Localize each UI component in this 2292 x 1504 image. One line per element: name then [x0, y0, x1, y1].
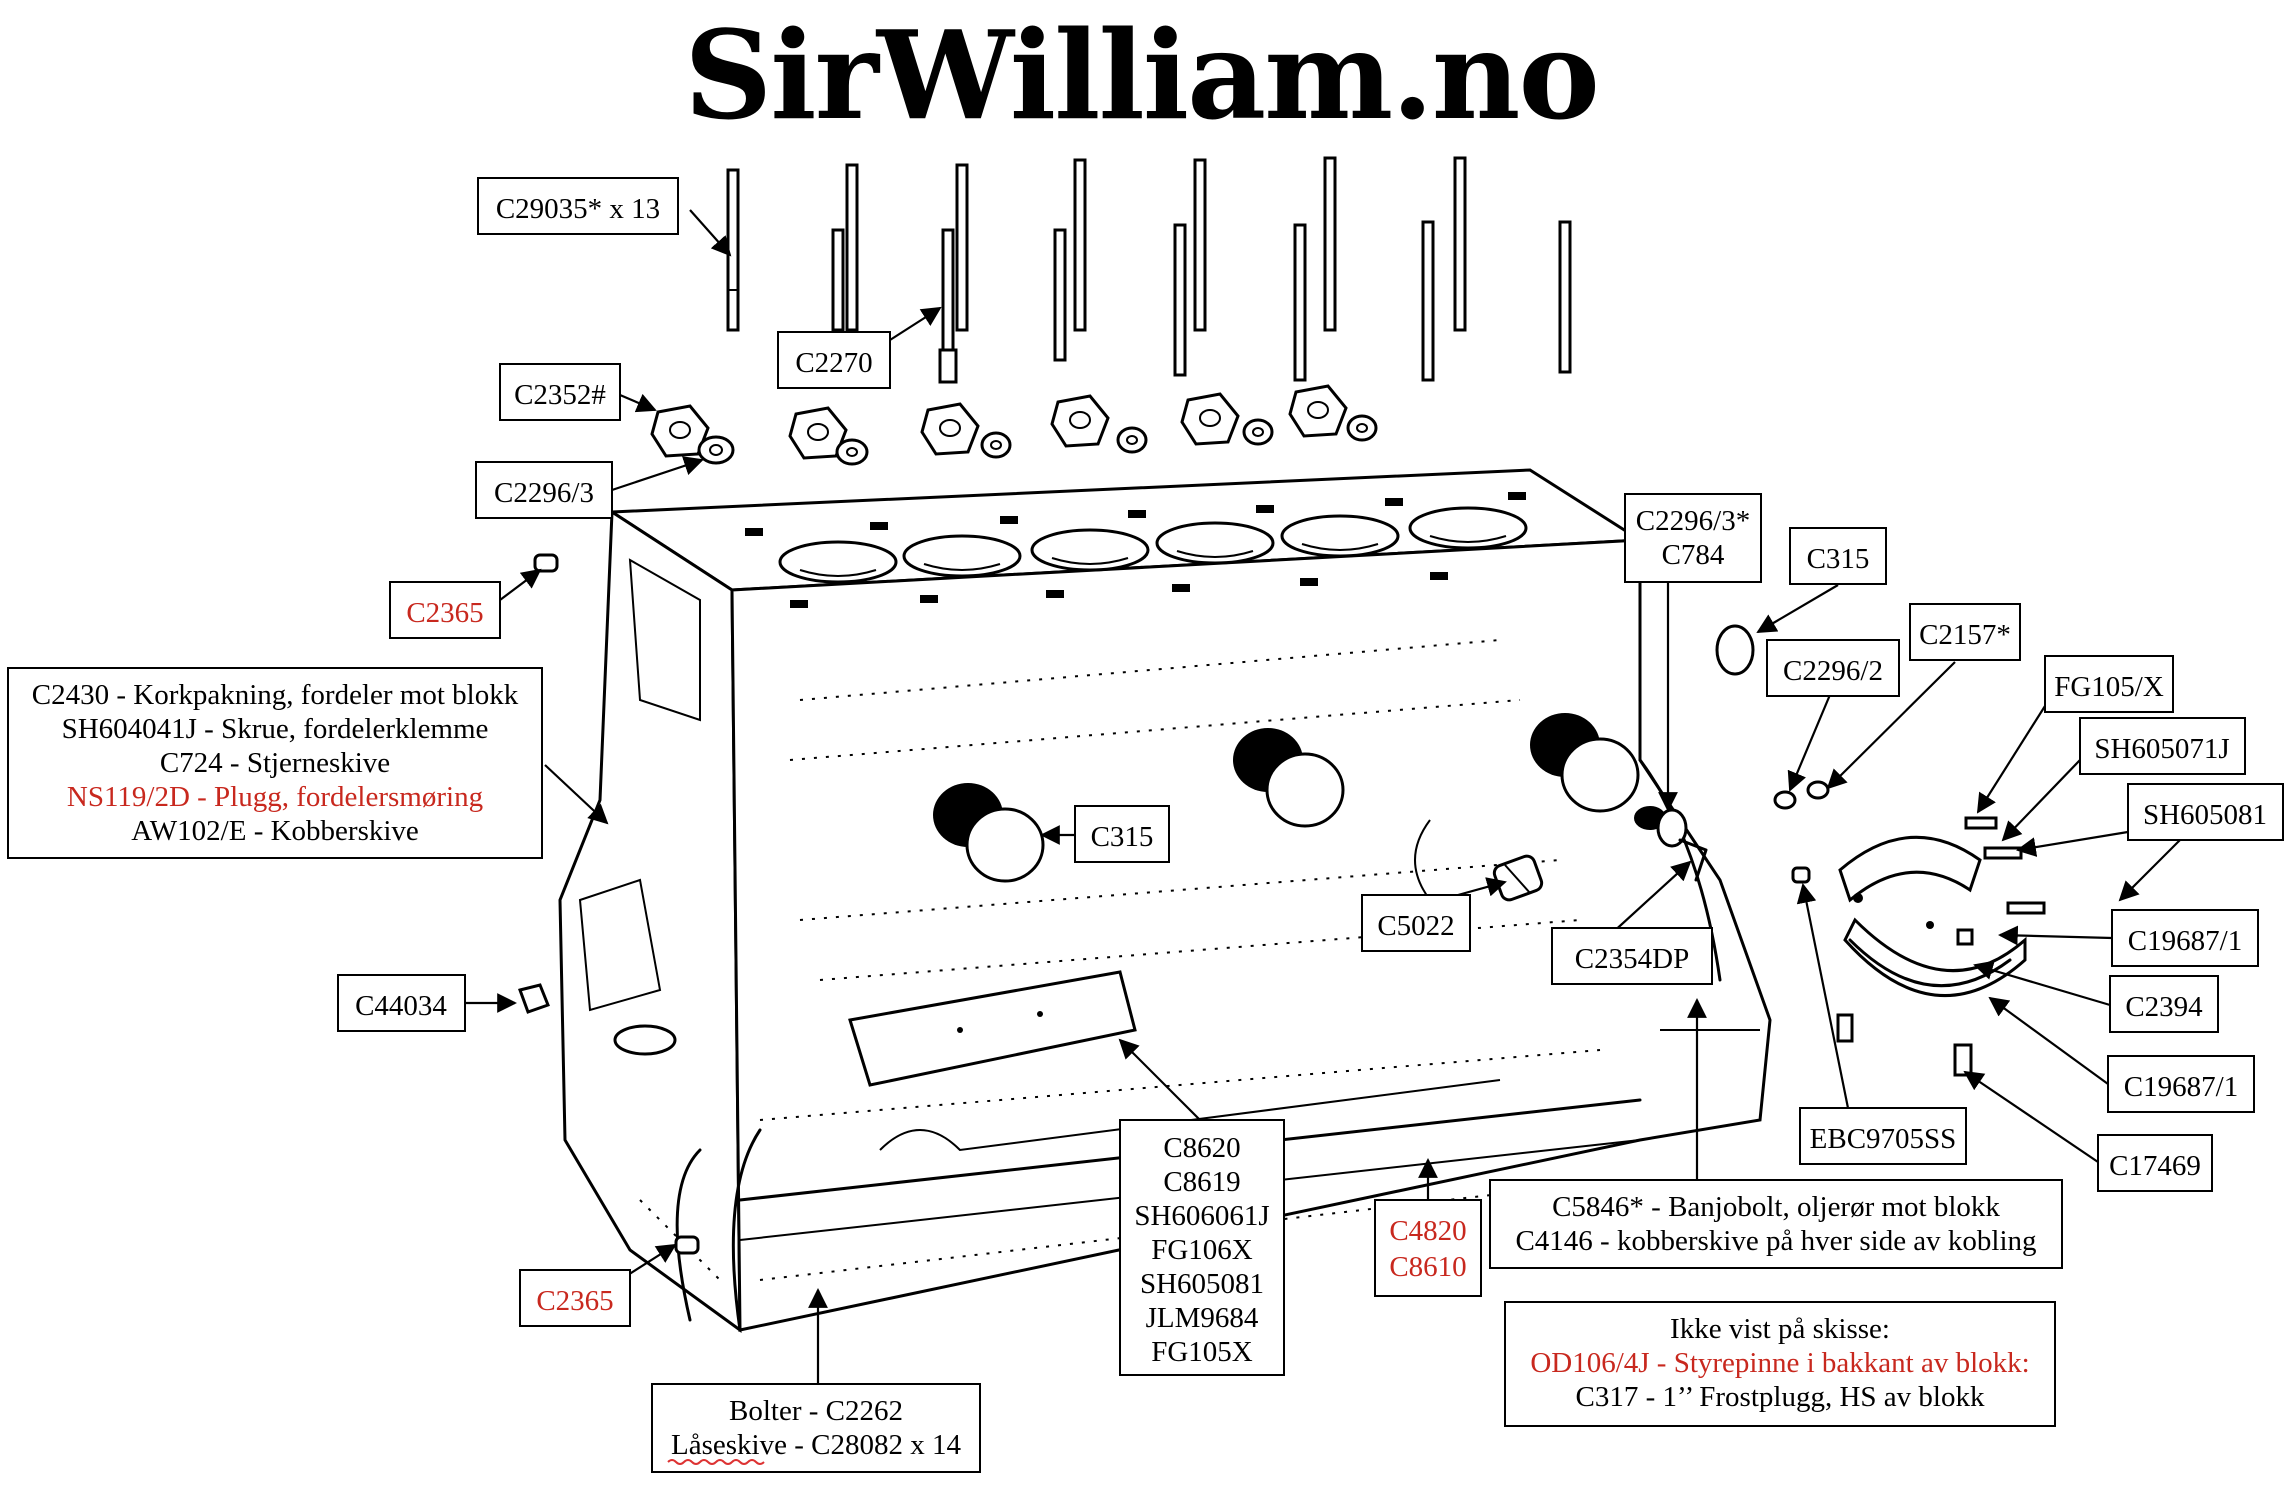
svg-text:C19687/1: C19687/1	[2124, 1071, 2238, 1103]
svg-text:AW102/E - Kobberskive: AW102/E - Kobberskive	[131, 815, 419, 847]
svg-text:JLM9684: JLM9684	[1146, 1302, 1259, 1334]
deck-holes	[745, 492, 1526, 608]
svg-text:SH606061J: SH606061J	[1134, 1200, 1269, 1232]
svg-text:Låseskive - C28082 x 14: Låseskive - C28082 x 14	[671, 1429, 961, 1461]
svg-text:C44034: C44034	[355, 990, 447, 1022]
svg-text:C2394: C2394	[2125, 991, 2203, 1023]
svg-text:C2296/2: C2296/2	[1783, 655, 1883, 687]
label-washer-top: C2296/3	[475, 461, 613, 519]
svg-text:FG105X: FG105X	[1151, 1336, 1253, 1368]
svg-text:C4820: C4820	[1389, 1215, 1466, 1247]
label-nut: C2352#	[499, 363, 621, 421]
label-side-cover: C8620 C8619 SH606061J FG106X SH605081 JL…	[1119, 1119, 1285, 1376]
label-washer-rear: C2296/3* C784	[1624, 493, 1762, 583]
label-not-shown: Ikke vist på skisse: OD106/4J - Styrepin…	[1504, 1301, 2056, 1427]
svg-text:Ikke vist på skisse:: Ikke vist på skisse:	[1670, 1313, 1890, 1345]
label-c2394: C2394	[2109, 975, 2219, 1033]
svg-text:C2365: C2365	[406, 597, 483, 629]
svg-text:NS119/2D - Plugg, fordelersmør: NS119/2D - Plugg, fordelersmøring	[67, 781, 483, 813]
label-sump-studs: C4820 C8610	[1374, 1199, 1482, 1297]
nuts-and-washers	[650, 384, 1378, 466]
label-sh605071j: SH605071J	[2079, 717, 2246, 775]
svg-text:C2430 - Korkpakning, fordeler: C2430 - Korkpakning, fordeler mot blokk	[32, 679, 519, 711]
label-plug-c44034: C44034	[337, 974, 466, 1032]
plug-c44034	[518, 983, 550, 1014]
label-stud-short: C2270	[777, 331, 891, 389]
svg-text:C2352#: C2352#	[514, 379, 606, 411]
dowel-bottom	[674, 1235, 700, 1255]
svg-text:EBC9705SS: EBC9705SS	[1810, 1123, 1957, 1155]
svg-text:C315: C315	[1091, 821, 1154, 853]
svg-text:C8610: C8610	[1389, 1251, 1466, 1283]
svg-text:C2296/3*: C2296/3*	[1636, 505, 1750, 537]
svg-text:FG106X: FG106X	[1151, 1234, 1253, 1266]
svg-text:C5022: C5022	[1377, 910, 1454, 942]
svg-text:C2296/3: C2296/3	[494, 477, 594, 509]
svg-text:C2365: C2365	[536, 1285, 613, 1317]
svg-text:C784: C784	[1662, 539, 1725, 571]
brand-title: SirWilliam.no	[684, 3, 1598, 147]
side-cover	[848, 970, 1137, 1087]
label-ebc9705ss: EBC9705SS	[1799, 1107, 1967, 1165]
label-distributor: C2430 - Korkpakning, fordeler mot blokk …	[7, 667, 543, 859]
cylinder-bores	[778, 506, 1528, 584]
label-core-plug-rear: C315	[1789, 527, 1887, 585]
label-core-plug-side: C315	[1074, 805, 1170, 863]
label-dowel-top: C2365	[389, 581, 501, 639]
svg-text:C8619: C8619	[1163, 1166, 1240, 1198]
svg-text:C317 - 1’’ Frostplugg, HS av b: C317 - 1’’ Frostplugg, HS av blokk	[1576, 1381, 1985, 1413]
label-bolts: Bolter - C2262 Låseskive - C28082 x 14	[651, 1383, 981, 1473]
label-dowel-bottom: C2365	[519, 1269, 631, 1327]
label-c19687-1-bottom: C19687/1	[2107, 1055, 2255, 1113]
svg-text:C2354DP: C2354DP	[1575, 943, 1689, 975]
label-union: C2354DP	[1551, 927, 1713, 985]
label-fg105x: FG105/X	[2044, 655, 2174, 713]
label-sh605081: SH605081	[2127, 783, 2284, 841]
svg-text:SH605071J: SH605071J	[2094, 733, 2229, 765]
svg-text:FG105/X: FG105/X	[2054, 671, 2164, 703]
svg-text:C4146 - kobberskive på hver si: C4146 - kobberskive på hver side av kobl…	[1515, 1225, 2036, 1257]
svg-text:C29035* x 13: C29035* x 13	[496, 193, 660, 225]
svg-text:SH605081: SH605081	[1140, 1268, 1264, 1300]
svg-text:C17469: C17469	[2109, 1150, 2201, 1182]
svg-text:C5846* - Banjobolt, oljerør mo: C5846* - Banjobolt, oljerør mot blokk	[1552, 1191, 2000, 1223]
leader-lines	[465, 209, 2191, 1383]
oil-union	[1634, 806, 1708, 882]
svg-text:SH605081: SH605081	[2143, 799, 2267, 831]
label-plug-c5022: C5022	[1361, 894, 1471, 952]
dowel-top	[533, 553, 559, 573]
label-c17469: C17469	[2097, 1134, 2213, 1192]
cylinder-head-studs	[726, 156, 1572, 384]
housing-bolts	[1836, 816, 2046, 1077]
svg-text:SH604041J - Skrue, fordelerkle: SH604041J - Skrue, fordelerklemme	[62, 713, 489, 745]
core-plugs	[933, 713, 1640, 883]
label-c2157: C2157*	[1909, 603, 2021, 661]
svg-text:C8620: C8620	[1163, 1132, 1240, 1164]
svg-text:C19687/1: C19687/1	[2128, 925, 2242, 957]
svg-text:C2270: C2270	[795, 347, 872, 379]
label-c19687-1-top: C19687/1	[2111, 909, 2259, 967]
svg-text:OD106/4J - Styrepinne i bakkan: OD106/4J - Styrepinne i bakkant av blokk…	[1530, 1347, 2029, 1379]
svg-text:C315: C315	[1807, 543, 1870, 575]
core-plug-rear	[1715, 624, 1755, 676]
label-studs: C29035* x 13	[477, 177, 679, 235]
svg-text:C2157*: C2157*	[1919, 619, 2011, 651]
label-c2296-2: C2296/2	[1766, 639, 1900, 697]
svg-text:Bolter - C2262: Bolter - C2262	[729, 1395, 903, 1427]
engine-block-illustration	[518, 156, 2046, 1333]
part-labels: C29035* x 13 C2270 C2352# C2296/3 C2365 …	[7, 177, 2284, 1473]
label-banjo: C5846* - Banjobolt, oljerør mot blokk C4…	[1489, 1179, 2063, 1269]
svg-text:C724 - Stjerneskive: C724 - Stjerneskive	[160, 747, 390, 779]
